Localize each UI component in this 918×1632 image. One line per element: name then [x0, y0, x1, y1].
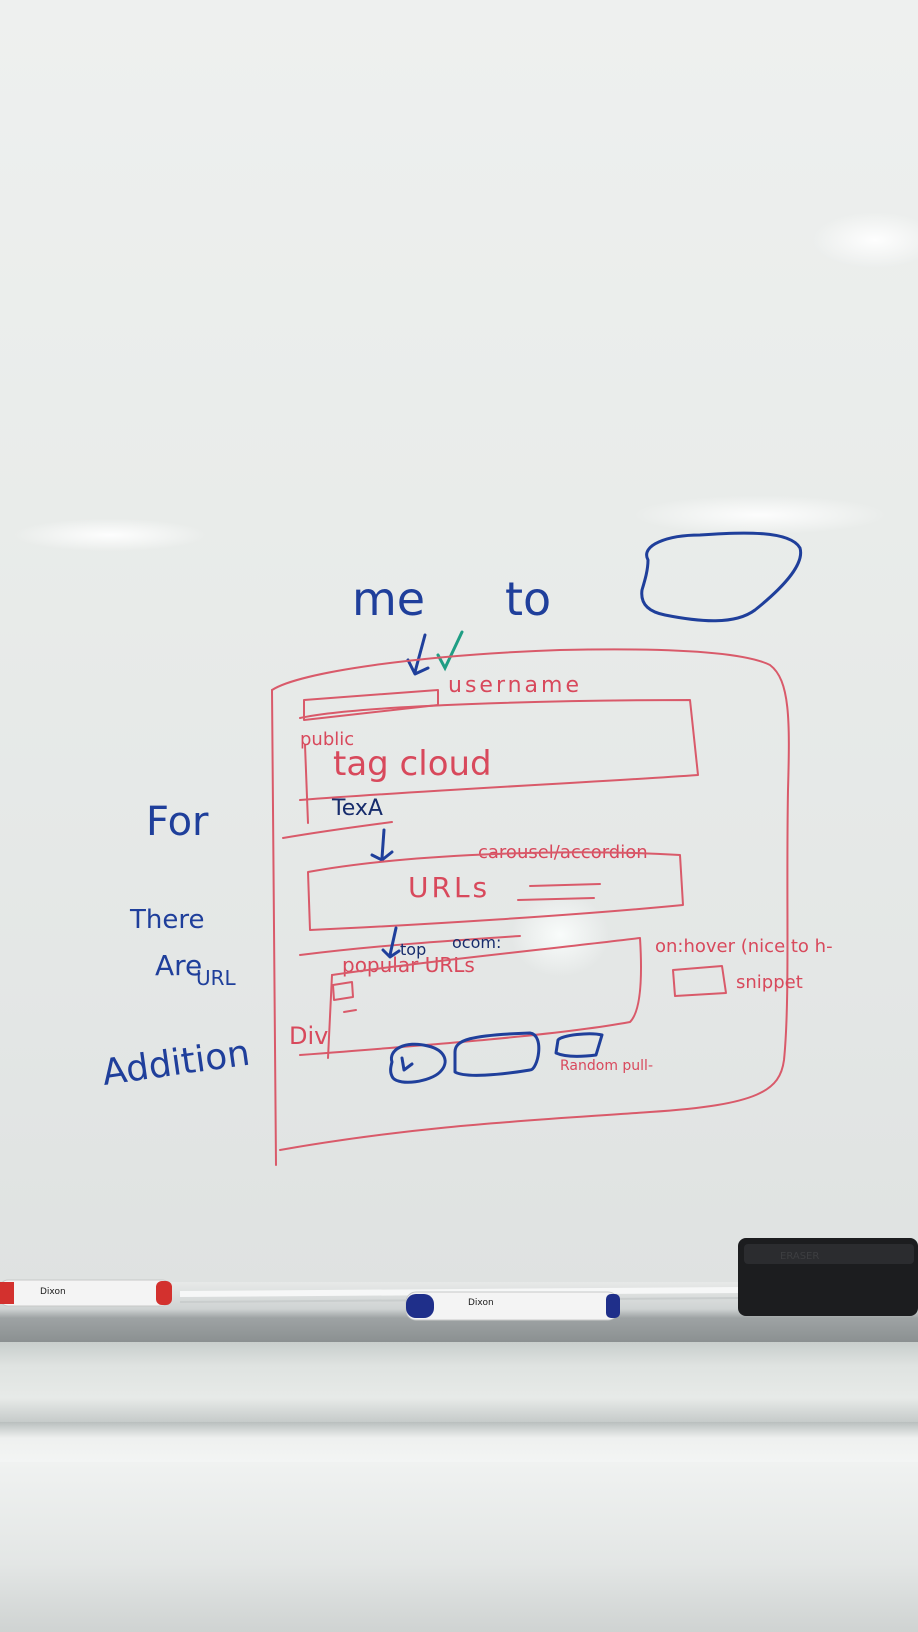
tag-cloud-box-left-edge [304, 744, 309, 824]
side-note-addition: Addition [100, 1033, 253, 1094]
tag-cloud-label: tag cloud [333, 744, 492, 784]
side-note-are: Are [155, 949, 202, 982]
right-small-button [554, 1032, 604, 1058]
small-dash [343, 1009, 357, 1013]
target-cloud-shape [640, 531, 803, 623]
down-arrow-icon-2 [370, 828, 394, 862]
header-to-text: to [505, 572, 551, 626]
ocom-label: ocom: [452, 933, 501, 952]
divider-line-2 [299, 935, 521, 956]
center-wide-button [453, 1031, 541, 1077]
red-marker[interactable]: Dixon [0, 1279, 172, 1307]
down-arrow-icon [406, 633, 430, 676]
down-arrow-icon-3 [381, 926, 401, 959]
tag-cloud-box [299, 699, 699, 801]
public-label: public [300, 729, 354, 750]
top-label: top [400, 940, 426, 959]
popular-urls-box-left-edge [327, 974, 333, 1059]
username-label: username [448, 673, 582, 698]
random-pull-label: Random pull- [560, 1058, 653, 1074]
small-thumb-icon [332, 981, 354, 1001]
urls-label: URLs [408, 871, 490, 904]
checkmark-icon [436, 630, 464, 672]
wall-below-board [0, 1462, 918, 1632]
blue-marker[interactable]: Dixon [405, 1291, 620, 1321]
blue-marker-brand: Dixon [468, 1298, 494, 1308]
board-frame-ledge [0, 1342, 918, 1422]
header-me-text: me [352, 572, 425, 626]
eraser-label: ERASER [780, 1251, 819, 1262]
divider-line-1 [282, 821, 393, 839]
urls-box [307, 851, 684, 931]
snippet-label: snippet [736, 972, 803, 993]
side-note-for: For [146, 799, 209, 845]
tex-a-label: TexA [331, 796, 383, 821]
popular-urls-box [299, 937, 642, 1056]
side-note-url: URL [196, 966, 237, 990]
page-frame-outline [271, 648, 790, 1151]
eraser[interactable]: ERASER [738, 1238, 918, 1316]
side-note-there: There [129, 905, 204, 935]
onhover-label: on:hover (nice to h- [655, 936, 833, 957]
left-circle-tick [400, 1056, 414, 1072]
urls-line-b [517, 897, 595, 901]
page-frame-left-edge [271, 689, 277, 1166]
username-box [303, 689, 439, 721]
snippet-box [672, 965, 727, 997]
red-marker-brand: Dixon [40, 1287, 66, 1297]
board-frame-lower-ledge [0, 1422, 918, 1462]
urls-line-a [529, 883, 601, 887]
div-label: Div [289, 1022, 328, 1050]
left-circle-button [389, 1042, 447, 1084]
